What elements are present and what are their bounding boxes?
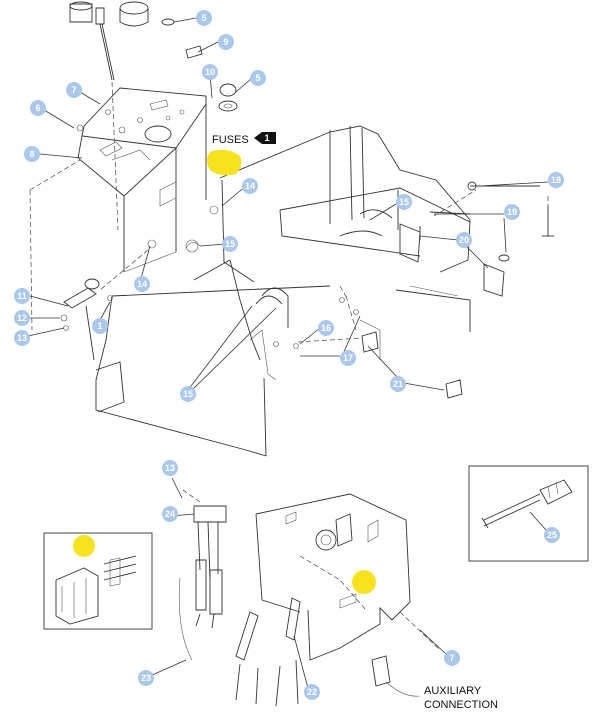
right-brackets: [361, 181, 554, 399]
callout-5[interactable]: 5: [250, 70, 266, 86]
chassis-frame: [95, 125, 476, 457]
svg-text:23: 23: [141, 673, 151, 683]
svg-text:11: 11: [17, 291, 27, 301]
fuses-label: FUSES 1: [212, 132, 276, 146]
callout-1[interactable]: 1: [92, 318, 108, 334]
aux-label-line2: CONNECTION: [424, 699, 498, 711]
callout-7[interactable]: 7: [444, 650, 460, 666]
callout-19[interactable]: 19: [504, 204, 520, 220]
callout-15[interactable]: 15: [396, 194, 412, 210]
svg-text:1: 1: [97, 321, 102, 331]
svg-text:13: 13: [165, 463, 175, 473]
callout-12[interactable]: 12: [14, 310, 30, 326]
callout-13[interactable]: 13: [162, 460, 178, 476]
svg-text:22: 22: [307, 687, 317, 697]
leader-lines: [27, 17, 549, 689]
callout-25[interactable]: 25: [544, 527, 560, 543]
svg-text:5: 5: [255, 73, 260, 83]
harness-cables: [178, 487, 421, 707]
fuses-text: FUSES: [212, 134, 249, 146]
fuses-highlight-marker: [207, 149, 242, 176]
connector-highlight-marker: [73, 535, 95, 557]
svg-text:7: 7: [449, 653, 454, 663]
svg-text:13: 13: [17, 333, 27, 343]
svg-text:8: 8: [29, 149, 34, 159]
svg-text:14: 14: [245, 181, 255, 191]
auxiliary-connection-label: AUXILIARY CONNECTION: [424, 685, 498, 711]
svg-text:15: 15: [183, 389, 193, 399]
top-cap-part: [119, 1, 175, 27]
fuses-ref-tag: 1: [264, 133, 269, 143]
callout-17[interactable]: 17: [340, 350, 356, 366]
svg-text:10: 10: [205, 67, 215, 77]
lower-bracket-panel: [255, 493, 441, 661]
highlight-markers: [73, 149, 376, 594]
svg-text:20: 20: [459, 235, 469, 245]
aux-label-line1: AUXILIARY: [424, 685, 482, 697]
svg-text:15: 15: [399, 197, 409, 207]
svg-text:25: 25: [547, 530, 557, 540]
callout-18[interactable]: 18: [548, 172, 564, 188]
hardware-small: [76, 109, 359, 349]
callout-23[interactable]: 23: [138, 670, 154, 686]
inset-connector-box: [43, 532, 153, 630]
svg-text:6: 6: [35, 103, 40, 113]
svg-text:19: 19: [507, 207, 517, 217]
svg-text:15: 15: [225, 239, 235, 249]
assembly-lines: [29, 81, 549, 343]
callout-5[interactable]: 5: [196, 10, 212, 26]
top-knob-part: [69, 1, 115, 81]
svg-text:16: 16: [321, 323, 331, 333]
callouts: 5 9 10 5 7 6 8 14 15 15 14 18 15 19 20 1…: [14, 10, 564, 700]
svg-text:5: 5: [201, 13, 206, 23]
console-box: [77, 87, 207, 273]
svg-text:17: 17: [343, 353, 353, 363]
callout-22[interactable]: 22: [304, 684, 320, 700]
callout-8[interactable]: 8: [24, 146, 40, 162]
svg-text:12: 12: [17, 313, 27, 323]
callout-10[interactable]: 10: [202, 64, 218, 80]
callout-20[interactable]: 20: [456, 232, 472, 248]
callout-14[interactable]: 14: [242, 178, 258, 194]
svg-text:24: 24: [165, 509, 175, 519]
inset-cable-box: [468, 465, 589, 562]
callout-15[interactable]: 15: [222, 236, 238, 252]
callout-7[interactable]: 7: [66, 82, 82, 98]
callout-24[interactable]: 24: [162, 506, 178, 522]
small-clip-part: [185, 45, 203, 59]
callout-16[interactable]: 16: [318, 320, 334, 336]
callout-6[interactable]: 6: [30, 100, 46, 116]
left-lever-parts: [60, 278, 113, 361]
svg-text:14: 14: [137, 279, 147, 289]
callout-13[interactable]: 13: [14, 330, 30, 346]
svg-text:9: 9: [223, 37, 228, 47]
callout-14[interactable]: 14: [134, 276, 150, 292]
callout-9[interactable]: 9: [218, 34, 234, 50]
bracket-highlight-marker: [352, 570, 376, 594]
callout-11[interactable]: 11: [14, 288, 30, 304]
callout-15[interactable]: 15: [180, 386, 196, 402]
svg-text:18: 18: [551, 175, 561, 185]
svg-text:7: 7: [71, 85, 76, 95]
callout-21[interactable]: 21: [390, 376, 406, 392]
svg-text:21: 21: [393, 379, 403, 389]
grommet-part: [218, 83, 238, 112]
